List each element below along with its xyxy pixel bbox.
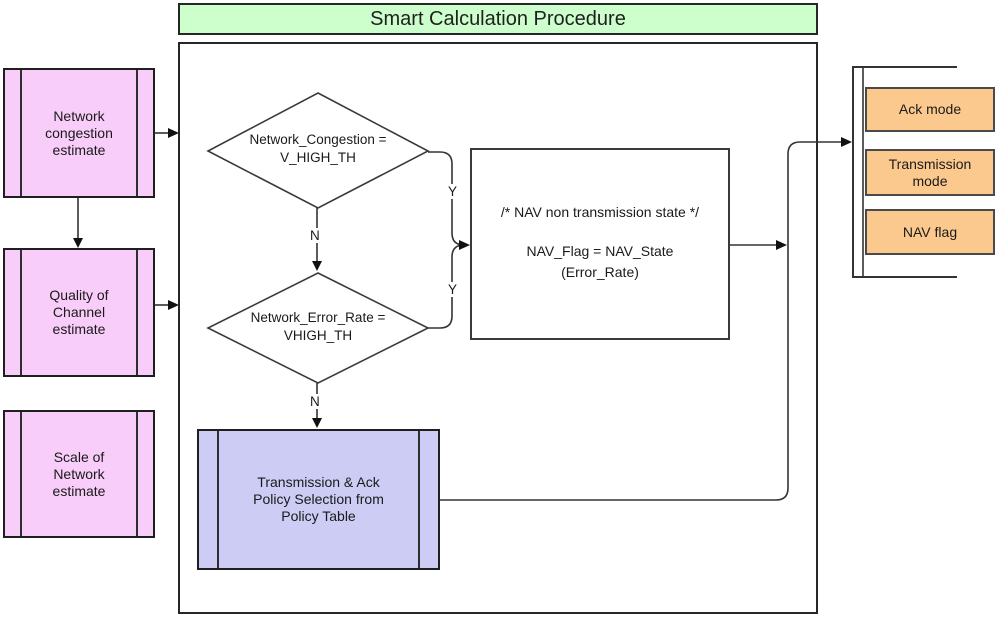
branch-label-yes-2: Y <box>446 282 460 297</box>
decision-error-rate-line2: VHIGH_TH <box>283 328 353 343</box>
decision-diamond-error-rate <box>206 272 430 384</box>
arrowhead-into-input2 <box>73 238 83 248</box>
branch-label-yes-1: Y <box>446 184 460 199</box>
arrowhead-into-nav-box <box>459 240 470 250</box>
line-diamond2-yes-branch <box>428 244 465 329</box>
input-label-network-congestion: Network congestion estimate <box>45 107 113 158</box>
arrowhead-input2-out <box>168 300 179 310</box>
input-box-network-scale: Scale of Network estimate <box>3 410 155 538</box>
decision-congestion-line1: Network_Congestion = <box>249 132 387 147</box>
arrowhead-into-bracket <box>841 137 852 147</box>
input-label-network-scale: Scale of Network estimate <box>52 448 106 499</box>
arrowhead-input1-out <box>168 128 179 138</box>
line-policy-to-output-trunk <box>440 141 843 501</box>
input-box-channel-quality: Quality of Channel estimate <box>3 248 155 377</box>
output-box-ack-mode: Ack mode <box>865 87 995 132</box>
arrowhead-into-diamond2 <box>312 261 322 271</box>
input-box-network-congestion: Network congestion estimate <box>3 68 155 198</box>
policy-selection-box: Transmission & Ack Policy Selection from… <box>197 429 440 570</box>
output-label-transmission-mode: Transmission mode <box>888 155 972 189</box>
decision-error-rate-line1: Network_Error_Rate = <box>250 310 386 325</box>
title-bar: Smart Calculation Procedure <box>178 3 818 35</box>
nav-state-argument: (Error_Rate) <box>561 264 639 280</box>
line-diamond1-yes-branch <box>428 151 465 246</box>
nav-state-box: /* NAV non transmission state */ NAV_Fla… <box>470 148 730 340</box>
decision-diamond-congestion <box>206 92 430 209</box>
output-box-transmission-mode: Transmission mode <box>865 149 995 196</box>
branch-label-no-2: N <box>308 394 322 409</box>
policy-selection-label: Transmission & Ack Policy Selection from… <box>253 474 384 524</box>
output-label-ack-mode: Ack mode <box>898 101 962 117</box>
arrowhead-into-policy-box <box>312 418 322 428</box>
page-title: Smart Calculation Procedure <box>370 7 626 30</box>
output-box-nav-flag: NAV flag <box>865 209 995 255</box>
input-label-channel-quality: Quality of Channel estimate <box>49 287 109 337</box>
decision-text-congestion: Network_Congestion = V_HIGH_TH <box>198 131 438 167</box>
arrowhead-nav-to-trunk <box>776 240 787 250</box>
output-label-nav-flag: NAV flag <box>902 223 958 240</box>
output-bracket <box>852 66 957 278</box>
branch-label-no-1: N <box>308 228 322 243</box>
decision-text-error-rate: Network_Error_Rate = VHIGH_TH <box>198 309 438 345</box>
decision-congestion-line2: V_HIGH_TH <box>280 150 356 165</box>
nav-state-assignment: NAV_Flag = NAV_State <box>526 243 674 259</box>
nav-state-comment: /* NAV non transmission state */ <box>500 204 700 220</box>
